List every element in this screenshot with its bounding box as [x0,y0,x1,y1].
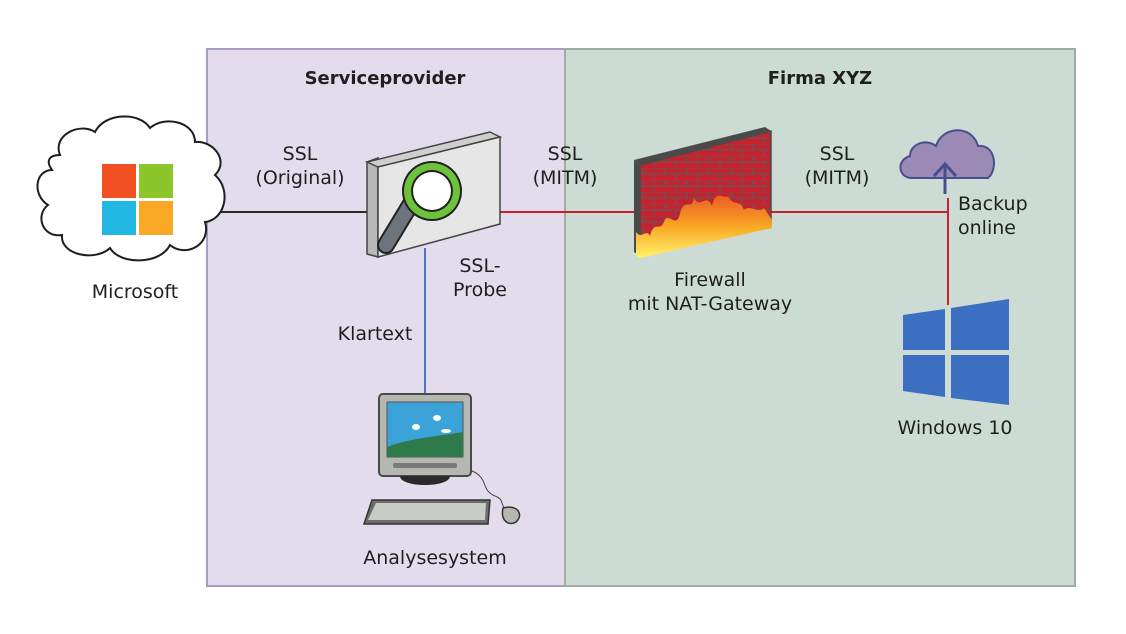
windows-logo-icon [903,299,1009,405]
ssl-mitm-1-line1: SSL [547,143,583,165]
ssl-mitm-2-label: SSL (MITM) [782,142,892,190]
backup-label: Backup online [958,192,1048,240]
ms-logo-red [102,164,136,198]
klartext-label: Klartext [337,323,413,345]
firewall-line1: Firewall [674,269,746,291]
ssl-mitm-2-line1: SSL [819,143,855,165]
ssl-mitm-2-line2: (MITM) [804,167,870,189]
serviceprovider-panel [206,48,566,587]
ssl-probe-line1: SSL- [459,255,501,277]
ms-logo-yellow [139,201,173,235]
serviceprovider-title: Serviceprovider [304,68,466,89]
analysesystem-label: Analysesystem [363,547,507,569]
windows-label: Windows 10 [897,417,1013,439]
ms-logo-blue [102,201,136,235]
ssl-mitm-1-line2: (MITM) [532,167,598,189]
backup-cloud-icon [899,129,995,194]
microsoft-label: Microsoft [91,281,179,303]
ssl-probe-label: SSL- Probe [430,254,530,302]
microsoft-cloud-icon [36,115,226,262]
ssl-original-line1: SSL [282,143,318,165]
ssl-original-label: SSL (Original) [240,142,360,190]
ssl-probe-icon [364,131,503,258]
ms-logo-green [139,164,173,198]
ssl-original-line2: (Original) [255,167,345,189]
ssl-mitm-1-label: SSL (MITM) [510,142,620,190]
backup-line2: online [958,217,1016,239]
firewall-label: Firewall mit NAT-Gateway [610,268,810,316]
ssl-probe-line2: Probe [453,279,507,301]
firewall-line2: mit NAT-Gateway [627,293,793,315]
firma-title: Firma XYZ [767,68,873,89]
firewall-icon [634,127,772,258]
analysesystem-computer-icon [362,393,521,525]
backup-line1: Backup [958,193,1028,215]
